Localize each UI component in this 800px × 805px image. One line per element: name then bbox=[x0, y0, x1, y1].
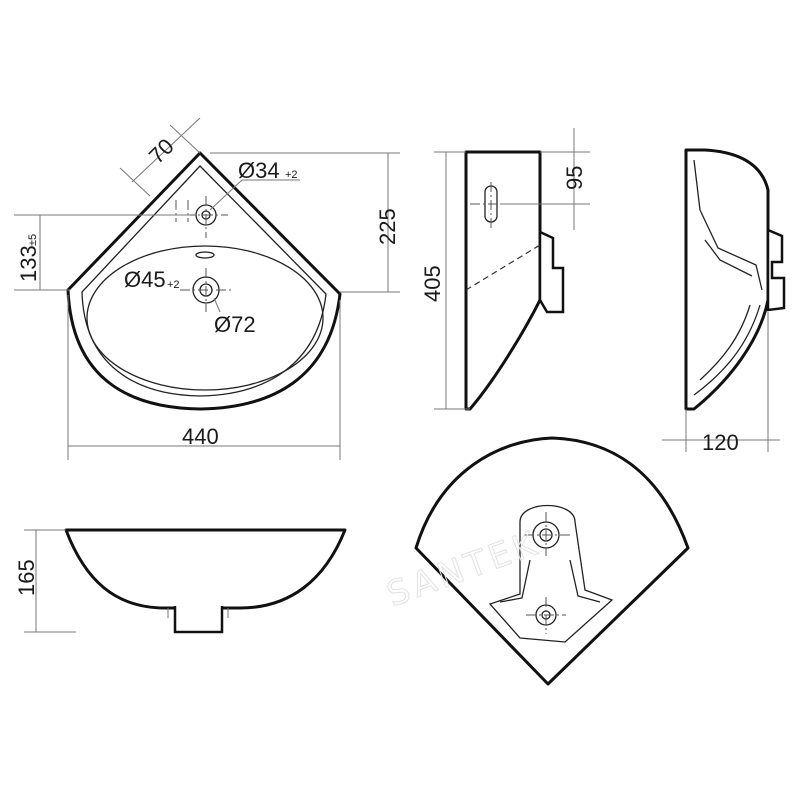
bottom-view-support bbox=[488, 504, 614, 643]
dim-width: 440 bbox=[182, 424, 219, 449]
top-view: 70 Ø34 +2 Ø45 +2 Ø72 225 133 ±5 440 bbox=[14, 117, 400, 460]
side-view-waste-fitting bbox=[538, 230, 565, 314]
front-view: 165 bbox=[14, 528, 347, 634]
side-view-outline bbox=[464, 150, 542, 411]
bowl-basin bbox=[86, 245, 324, 391]
top-view-rim-inner bbox=[81, 165, 327, 397]
section-view-outline bbox=[684, 148, 770, 411]
dim-height: 405 bbox=[420, 265, 445, 302]
dim-tap-hole-tol: +2 bbox=[285, 169, 298, 181]
overflow-slot bbox=[195, 251, 215, 259]
dim-waste-hole: Ø45 bbox=[124, 267, 166, 292]
dim-depth: 225 bbox=[375, 208, 400, 245]
dim-tap-hole: Ø34 bbox=[238, 158, 280, 183]
dim-waste-hole-tol: +2 bbox=[167, 279, 180, 291]
dim-waste-height: 133 bbox=[16, 245, 41, 282]
dim-drain: Ø72 bbox=[214, 312, 256, 337]
top-view-outline bbox=[66, 151, 342, 411]
dim-projection: 120 bbox=[702, 430, 739, 455]
dim-side-top: 95 bbox=[562, 166, 587, 190]
side-view: 95 405 bbox=[420, 128, 590, 411]
front-view-waste-fitting bbox=[173, 606, 224, 634]
dim-waste-height-tol: ±5 bbox=[27, 234, 39, 246]
front-view-outline bbox=[64, 528, 347, 610]
section-view: 120 bbox=[662, 148, 786, 455]
section-view-waste-fitting bbox=[766, 228, 786, 312]
dim-bowl-height: 165 bbox=[14, 559, 39, 596]
watermark-logo: SANTEK bbox=[382, 523, 546, 615]
bottom-view bbox=[414, 436, 690, 686]
dim-corner-offset: 70 bbox=[144, 134, 179, 169]
bottom-view-outline bbox=[414, 436, 690, 686]
